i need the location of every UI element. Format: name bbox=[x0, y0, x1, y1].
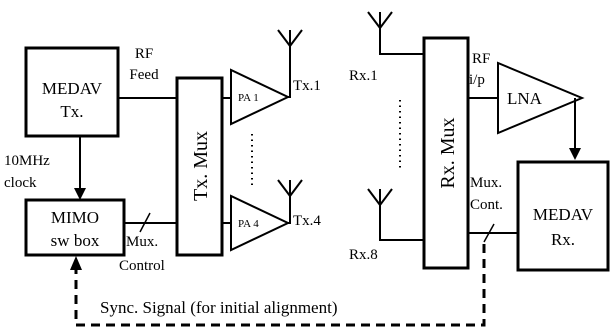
rx-mux-label: Rx. Mux bbox=[437, 117, 459, 188]
rf-feed-label-line1: RF bbox=[135, 46, 153, 62]
tx4-antenna-feed bbox=[288, 196, 291, 224]
tx4-label: Tx.4 bbox=[293, 213, 321, 229]
rf-ip-label-line1: RF bbox=[472, 51, 490, 67]
rx1-antenna-icon bbox=[367, 11, 393, 29]
clock-label-line2: clock bbox=[4, 175, 37, 191]
mux-cont-label-line2: Cont. bbox=[470, 197, 503, 213]
rx8-label: Rx.8 bbox=[349, 247, 378, 263]
mux-control-label-line2: Control bbox=[119, 258, 165, 274]
medav-rx-label-line1: MEDAV bbox=[533, 205, 594, 224]
rf-ip-label-line2: i/p bbox=[469, 72, 485, 88]
sync-signal-path bbox=[74, 244, 486, 327]
tx1-antenna-icon bbox=[277, 29, 303, 47]
tx1-label: Tx.1 bbox=[293, 78, 321, 94]
mux-control-label-line1: Mux. bbox=[126, 234, 158, 250]
mimo-label-line2: sw box bbox=[51, 231, 100, 250]
mimo-label-line1: MIMO bbox=[51, 208, 99, 227]
bus-slash-tx bbox=[139, 212, 151, 233]
medav-tx-block: MEDAV Tx. bbox=[24, 46, 120, 138]
pa4-amplifier: PA 4 bbox=[230, 194, 291, 252]
pa1-label: PA 1 bbox=[238, 92, 259, 104]
rx-mux-block: Rx. Mux bbox=[422, 36, 470, 270]
sync-signal-label: Sync. Signal (for initial alignment) bbox=[100, 298, 338, 317]
rf-feed-label-line2: Feed bbox=[129, 67, 159, 83]
tx1-antenna-feed bbox=[288, 46, 291, 98]
tx4-antenna-icon bbox=[277, 179, 303, 197]
medav-tx-label-line1: MEDAV bbox=[42, 79, 103, 98]
mimo-sw-box: MIMO sw box bbox=[24, 198, 126, 257]
lna-label: LNA bbox=[507, 89, 543, 108]
tx-mux-block: Tx. Mux bbox=[175, 76, 224, 257]
rx8-feed-line bbox=[379, 205, 424, 241]
medav-rx-label-line2: Rx. bbox=[551, 230, 575, 249]
mux-cont-label-line1: Mux. bbox=[470, 175, 502, 191]
pa1-amplifier: PA 1 bbox=[230, 68, 291, 126]
bus-slash-rx bbox=[483, 223, 495, 243]
rx1-label: Rx.1 bbox=[349, 68, 378, 84]
medav-tx-label-line2: Tx. bbox=[60, 102, 83, 121]
lna-amplifier: LNA bbox=[497, 61, 585, 135]
tx-mux-label: Tx. Mux bbox=[190, 131, 212, 201]
pa4-label: PA 4 bbox=[238, 218, 259, 230]
rx1-feed-line bbox=[379, 28, 424, 55]
medav-rx-block: MEDAV Rx. bbox=[516, 160, 610, 272]
sync-arrowhead bbox=[70, 256, 82, 270]
clock-label-line1: 10MHz bbox=[4, 153, 50, 169]
rx8-antenna-icon bbox=[367, 188, 393, 206]
